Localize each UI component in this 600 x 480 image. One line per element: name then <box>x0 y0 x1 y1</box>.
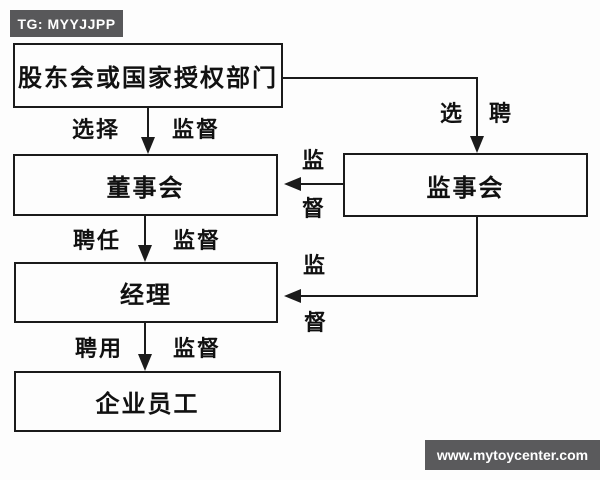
edge-label-supervise-board: 监督 <box>171 117 221 142</box>
edge-label-hire-supervisors: 聘 <box>488 101 514 126</box>
edge-label-supervise-staff: 监督 <box>172 336 222 361</box>
node-board: 董事会 <box>13 154 278 216</box>
edge-label-du-manager: 督 <box>303 310 329 335</box>
edge-label-select-board: 选择 <box>71 117 121 142</box>
arrowhead-manager-to-employees <box>138 354 152 371</box>
arrowhead-shareholders-to-board <box>141 137 155 154</box>
arrowhead-shareholders-to-supervisors <box>470 136 484 153</box>
edge-label-select-supervisors: 选 <box>439 101 465 126</box>
node-supervisors: 监事会 <box>343 153 588 217</box>
arrowhead-board-to-manager <box>138 245 152 262</box>
arrowhead-supervisors-to-manager <box>284 289 301 303</box>
node-employees-label: 企业员工 <box>95 391 200 418</box>
edge-label-jian-board: 监 <box>301 148 327 173</box>
edge-label-supervise-manager: 监督 <box>172 228 222 253</box>
node-supervisors-label: 监事会 <box>426 174 505 202</box>
arrowhead-supervisors-to-board <box>284 177 301 191</box>
edge-label-appoint-manager: 聘任 <box>72 228 122 253</box>
node-shareholders-label: 股东会或国家授权部门 <box>18 65 278 92</box>
node-employees: 企业员工 <box>14 371 281 432</box>
node-board-label: 董事会 <box>106 174 185 202</box>
arrow-shareholders-to-supervisors <box>283 77 478 139</box>
node-shareholders: 股东会或国家授权部门 <box>13 43 283 108</box>
node-manager: 经理 <box>14 262 278 323</box>
edge-label-du-board: 督 <box>301 196 327 221</box>
node-manager-label: 经理 <box>120 282 172 309</box>
edge-label-employ-staff: 聘用 <box>74 336 124 361</box>
bottom-watermark-bar: www.mytoycenter.com <box>425 440 600 470</box>
top-watermark-badge: TG: MYYJJPP <box>10 10 123 37</box>
edge-label-jian-manager: 监 <box>302 253 328 278</box>
arrow-supervisors-to-manager <box>299 217 478 297</box>
